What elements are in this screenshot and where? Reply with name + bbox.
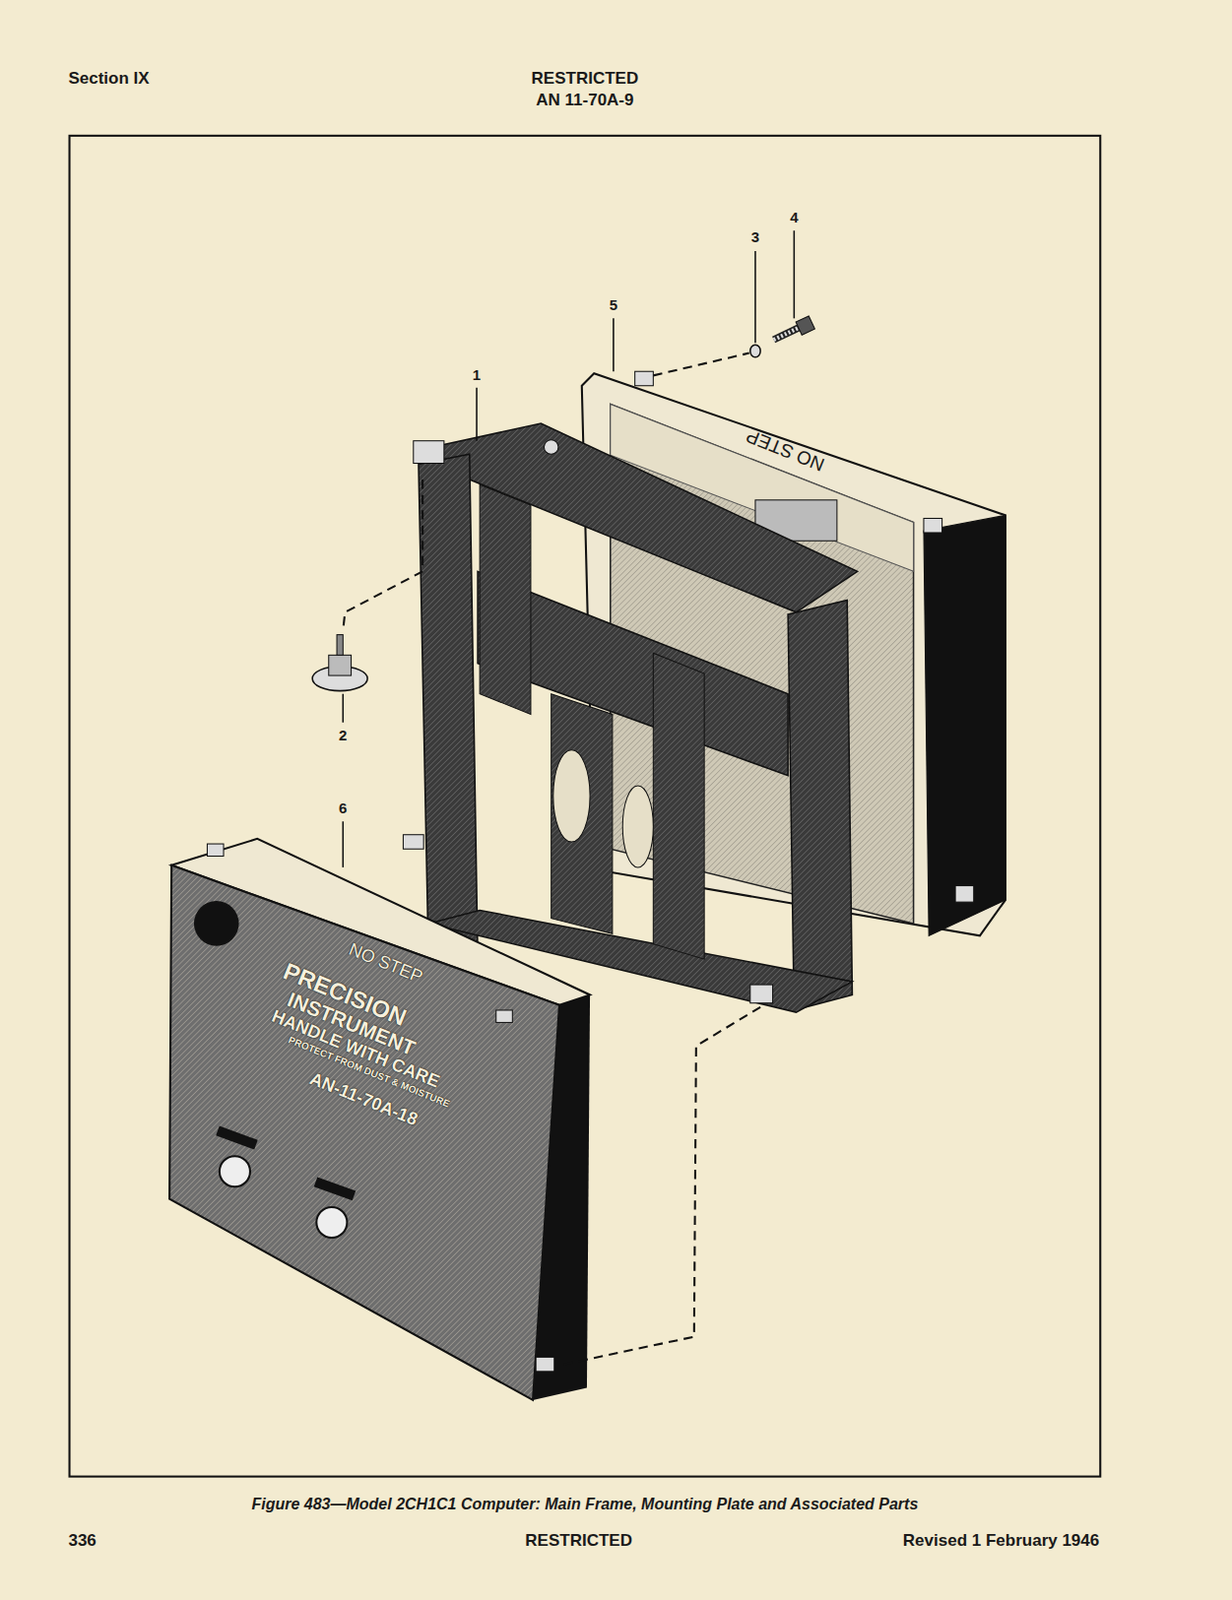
drawing-part [750, 344, 761, 357]
drawing-part [496, 1010, 514, 1023]
drawing-part [923, 518, 943, 533]
manual-number: AN 11-70A-9 [535, 91, 634, 111]
drawing-part [543, 440, 559, 455]
drawing-part [336, 635, 343, 656]
drawing-part [622, 785, 653, 868]
drawing-part [219, 1156, 251, 1187]
drawing-part [194, 901, 240, 947]
drawing-part [328, 654, 352, 676]
drawing-part [923, 515, 1006, 936]
drawing-part [551, 694, 613, 935]
revision-date: Revised 1 February 1946 [903, 1532, 1100, 1552]
drawing-part [774, 326, 802, 340]
drawing-part [475, 388, 478, 442]
drawing-part [955, 886, 974, 904]
callout-number: 6 [338, 800, 347, 818]
drawing-part [635, 371, 654, 387]
drawing-part [413, 441, 445, 464]
drawing-part [795, 316, 815, 335]
drawing-part [612, 318, 615, 372]
callout-number: 4 [789, 209, 798, 227]
drawing-part [314, 1176, 356, 1201]
drawing-part [206, 843, 224, 856]
drawing-part [559, 1007, 761, 1366]
callout-number: 1 [472, 367, 481, 385]
drawing-part [69, 135, 1102, 1478]
drawing-part [342, 479, 423, 631]
page-number: 336 [67, 1532, 96, 1552]
drawing-part [754, 251, 757, 343]
section-head: Section IX [67, 69, 149, 89]
drawing-part [169, 865, 560, 1401]
classification: RESTRICTED [524, 1532, 633, 1552]
drawing-part [652, 652, 705, 960]
drawing-part [215, 1126, 258, 1151]
drawing-part [535, 1357, 555, 1372]
drawing-part [750, 984, 774, 1004]
callout-number: 2 [338, 727, 347, 745]
drawing-part [793, 230, 796, 319]
drawing-part [479, 484, 531, 714]
callout-number: 3 [751, 229, 760, 247]
drawing-part [787, 599, 852, 1011]
drawing-part [402, 835, 424, 850]
drawing-part [418, 453, 478, 970]
drawing-part [553, 750, 590, 843]
drawing-part [316, 1207, 347, 1238]
drawing-part [341, 694, 344, 723]
classification: RESTRICTED [531, 69, 640, 89]
drawing-part [774, 326, 802, 340]
figure-caption: Figure 483—Model 2CH1C1 Computer: Main F… [251, 1495, 918, 1514]
drawing-part [341, 821, 344, 868]
drawing-part [652, 353, 749, 377]
callout-number: 5 [609, 297, 618, 315]
